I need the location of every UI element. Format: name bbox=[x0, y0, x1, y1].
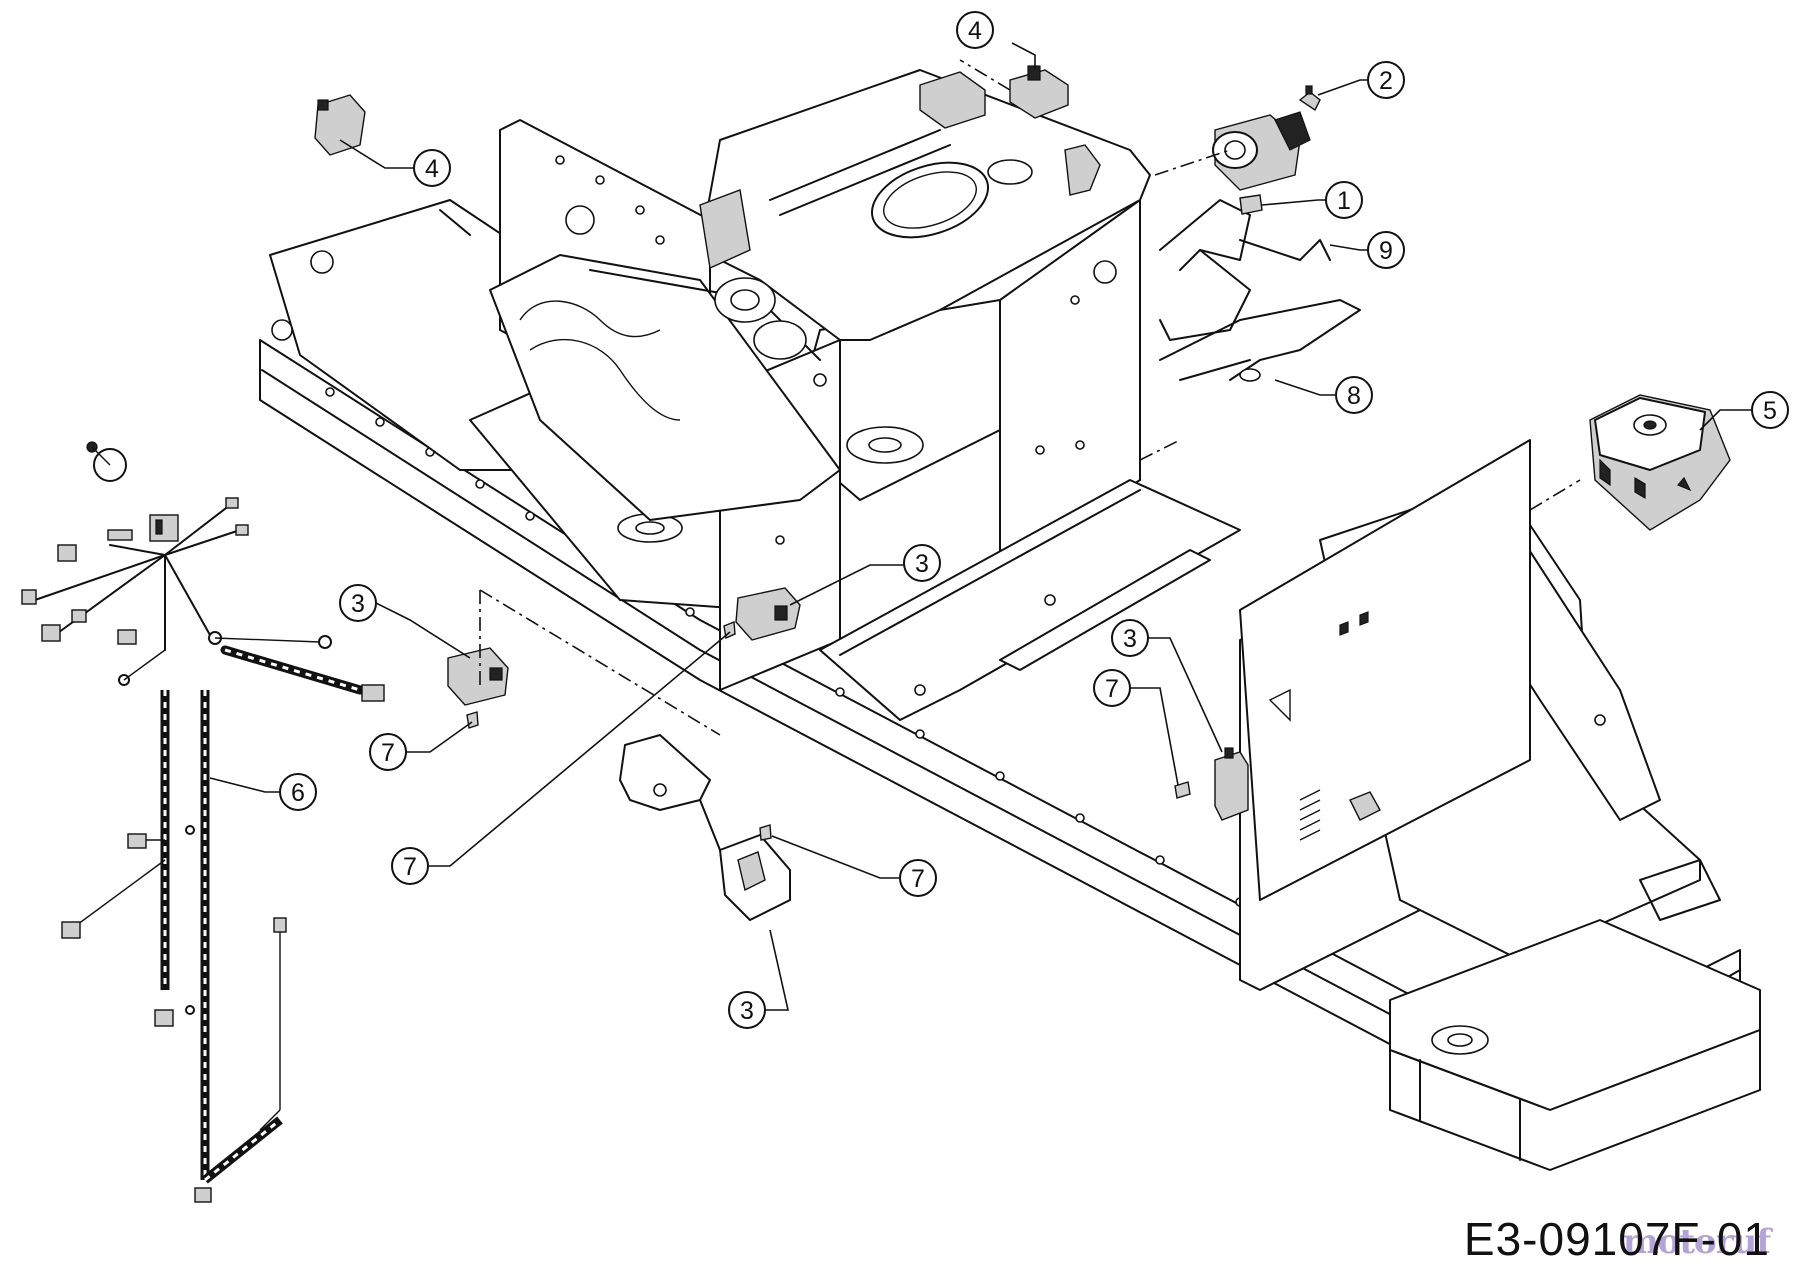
callout-3-lower[interactable]: 3 bbox=[728, 929, 789, 1029]
callout-label: 2 bbox=[1379, 67, 1393, 95]
callout-label: 3 bbox=[351, 590, 365, 618]
callout-9[interactable]: 9 bbox=[1329, 231, 1405, 269]
guide-lines bbox=[479, 59, 1581, 736]
callout-3-right[interactable]: 3 bbox=[1111, 619, 1223, 753]
tractor-frame bbox=[259, 69, 1761, 1171]
part-3-bracket-lower bbox=[619, 734, 791, 921]
callout-7-lower[interactable]: 7 bbox=[771, 835, 937, 897]
part-9-rod bbox=[1159, 199, 1331, 341]
callout-label: 5 bbox=[1763, 397, 1777, 425]
callout-label: 7 bbox=[1105, 675, 1119, 703]
part-1-bolt bbox=[1239, 194, 1263, 215]
callout-3-left[interactable]: 3 bbox=[339, 584, 471, 659]
callout-label: 1 bbox=[1337, 187, 1351, 215]
part-1-solenoid bbox=[1212, 111, 1311, 191]
callout-7-left[interactable]: 7 bbox=[369, 721, 473, 771]
callout-label: 3 bbox=[740, 997, 754, 1025]
callout-2[interactable]: 2 bbox=[1317, 61, 1405, 99]
part-3-switch-right bbox=[1214, 747, 1249, 821]
part-3-switch-left bbox=[447, 647, 509, 706]
part-4-switch-left bbox=[314, 94, 366, 156]
callout-1[interactable]: 1 bbox=[1261, 181, 1363, 219]
callout-label: 9 bbox=[1379, 237, 1393, 265]
callout-label: 3 bbox=[1123, 625, 1137, 653]
callout-7-center[interactable]: 7 bbox=[391, 631, 731, 885]
part-3-switch-center bbox=[735, 587, 801, 641]
callout-label: 7 bbox=[911, 865, 925, 893]
callout-6[interactable]: 6 bbox=[209, 773, 317, 811]
diagram-code: E3-09107F-01 bbox=[1463, 1213, 1770, 1265]
callout-label: 4 bbox=[425, 155, 439, 183]
callout-label: 7 bbox=[403, 853, 417, 881]
part-8-rod bbox=[1159, 299, 1361, 382]
callout-label: 6 bbox=[291, 779, 305, 807]
callout-8[interactable]: 8 bbox=[1274, 376, 1373, 414]
callout-4-top[interactable]: 4 bbox=[956, 11, 1036, 70]
callout-label: 7 bbox=[381, 739, 395, 767]
callout-7-right[interactable]: 7 bbox=[1093, 669, 1179, 786]
callout-label: 3 bbox=[915, 550, 929, 578]
callout-label: 4 bbox=[968, 17, 982, 45]
watermark-logo: motoruf bbox=[1622, 1222, 1771, 1262]
part-2-fuse bbox=[1298, 85, 1321, 112]
callout-4-left[interactable]: 4 bbox=[339, 139, 451, 187]
part-6-wire-harness bbox=[21, 441, 385, 1203]
part-4-switch-top bbox=[1009, 65, 1069, 119]
callout-label: 8 bbox=[1347, 382, 1361, 410]
callout-3-center[interactable]: 3 bbox=[789, 544, 941, 606]
part-5-ignition-switch bbox=[1589, 394, 1731, 531]
callout-5[interactable]: 5 bbox=[1699, 391, 1789, 431]
